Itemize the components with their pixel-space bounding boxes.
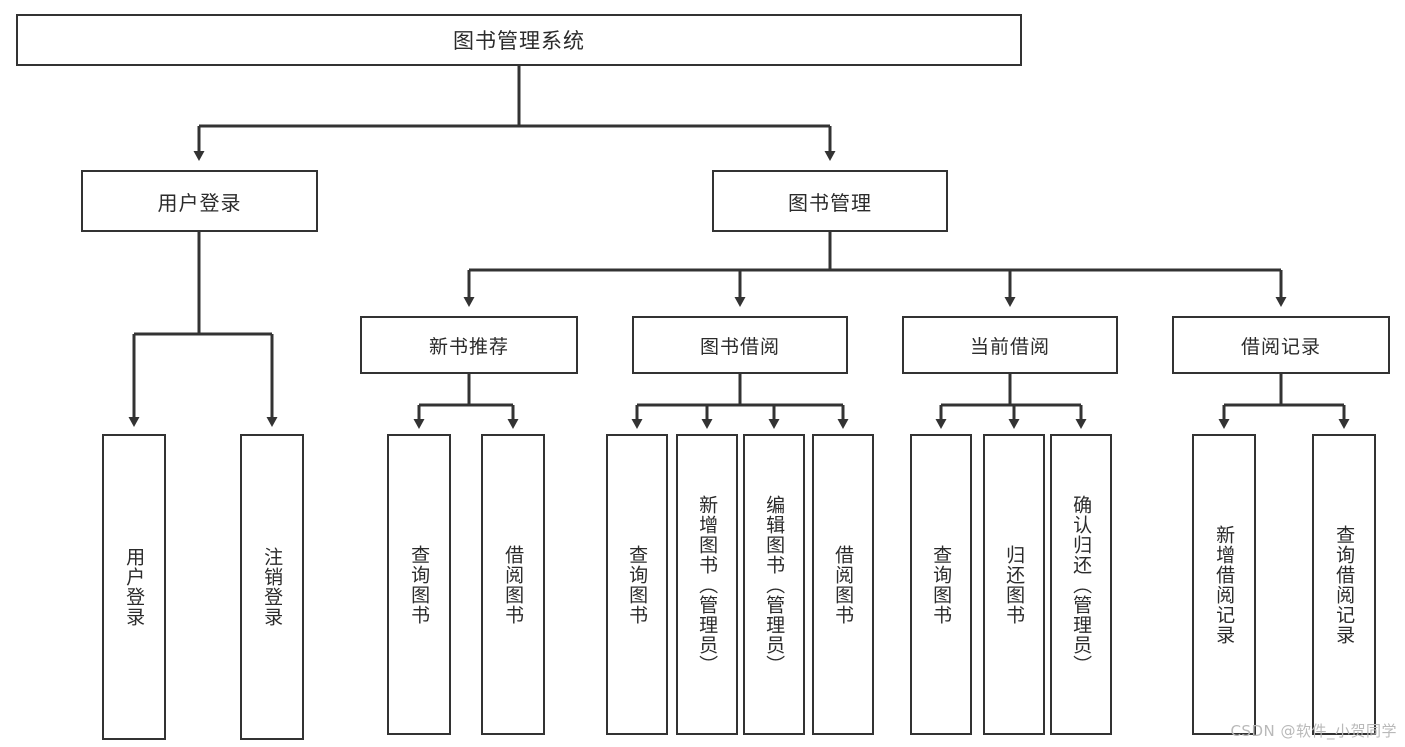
leaf-borrow-book-1-label: 借阅图书 [502,544,525,625]
leaf-edit-book[interactable]: 编辑图书（管理员） [743,434,805,735]
node-root-label: 图书管理系统 [453,29,585,53]
leaf-query-book-3[interactable]: 查询图书 [910,434,972,735]
leaf-edit-book-label: 编辑图书（管理员） [763,494,786,675]
node-current-borrow-label: 当前借阅 [969,335,1050,358]
leaf-confirm-return-label: 确认归还（管理员） [1070,494,1093,675]
leaf-logout[interactable]: 注销登录 [240,434,304,740]
leaf-query-book-2[interactable]: 查询图书 [606,434,668,735]
node-book-borrow-label: 图书借阅 [699,335,780,358]
leaf-borrow-book-2[interactable]: 借阅图书 [812,434,874,735]
leaf-query-record[interactable]: 查询借阅记录 [1312,434,1376,735]
leaf-query-book-2-label: 查询图书 [626,544,649,625]
node-book-manage[interactable]: 图书管理 [712,170,948,232]
leaf-borrow-book-2-label: 借阅图书 [832,544,855,625]
leaf-query-book-1[interactable]: 查询图书 [387,434,451,735]
leaf-return-book[interactable]: 归还图书 [983,434,1045,735]
leaf-return-book-label: 归还图书 [1003,544,1026,625]
leaf-user-login-label: 用户登录 [123,547,146,627]
leaf-query-book-1-label: 查询图书 [408,544,431,625]
node-new-book-recommend-label: 新书推荐 [428,335,509,358]
leaf-add-record[interactable]: 新增借阅记录 [1192,434,1256,735]
watermark: CSDN @软件_小贺同学 [1230,722,1397,740]
node-user-login-label: 用户登录 [157,190,242,215]
node-book-manage-label: 图书管理 [788,190,872,215]
node-new-book-recommend[interactable]: 新书推荐 [360,316,578,374]
node-book-borrow[interactable]: 图书借阅 [632,316,848,374]
node-current-borrow[interactable]: 当前借阅 [902,316,1118,374]
node-root[interactable]: 图书管理系统 [16,14,1022,66]
leaf-user-login[interactable]: 用户登录 [102,434,166,740]
node-user-login[interactable]: 用户登录 [81,170,318,232]
leaf-add-book-label: 新增图书（管理员） [696,494,719,675]
leaf-add-book[interactable]: 新增图书（管理员） [676,434,738,735]
leaf-confirm-return[interactable]: 确认归还（管理员） [1050,434,1112,735]
leaf-query-record-label: 查询借阅记录 [1333,524,1356,645]
leaf-logout-label: 注销登录 [261,547,284,627]
node-borrow-record-label: 借阅记录 [1240,335,1321,358]
leaf-borrow-book-1[interactable]: 借阅图书 [481,434,545,735]
leaf-add-record-label: 新增借阅记录 [1213,524,1236,645]
leaf-query-book-3-label: 查询图书 [930,544,953,625]
node-borrow-record[interactable]: 借阅记录 [1172,316,1390,374]
